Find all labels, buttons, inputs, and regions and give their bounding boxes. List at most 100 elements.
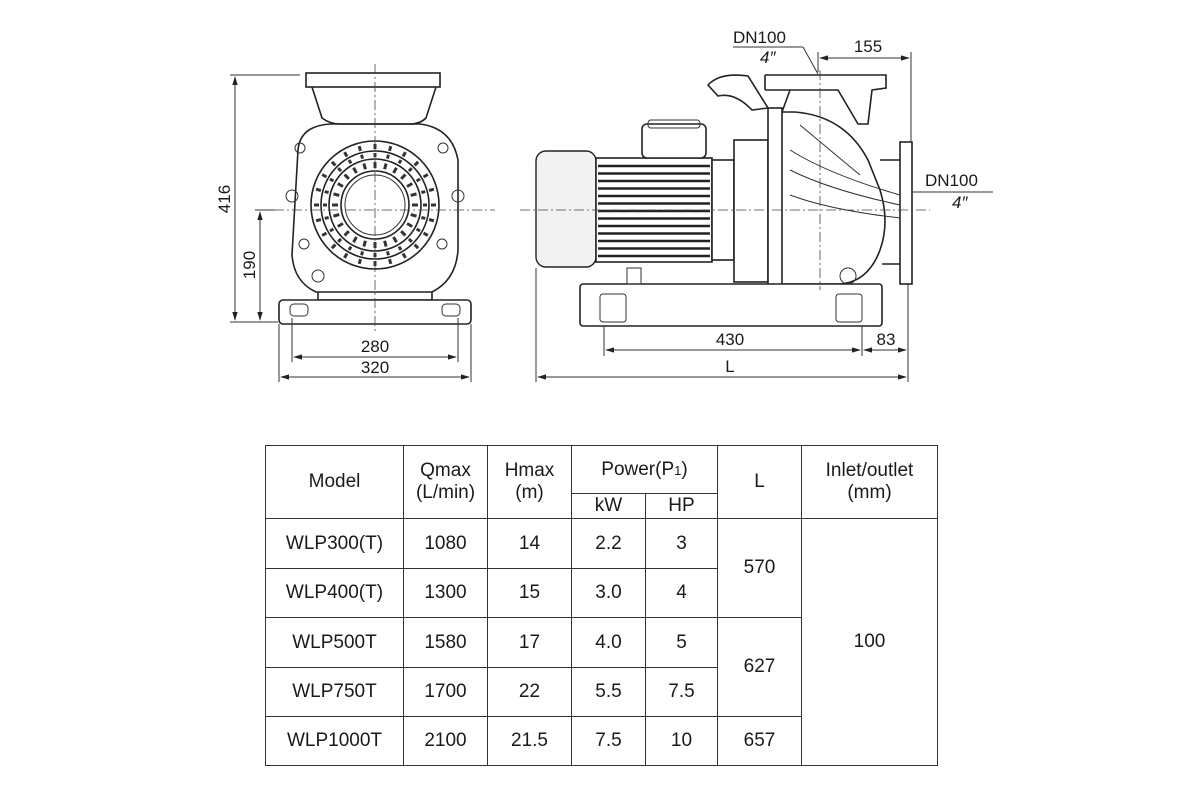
vent-slot [400, 230, 407, 237]
header-hmax: Hmax(m) [487, 445, 572, 519]
end-offset-dim: 83 [877, 330, 896, 349]
base-length-dim: 430 [716, 330, 744, 349]
cell-l: 627 [717, 617, 802, 717]
vent-slot [388, 258, 393, 265]
cell-hp: 4 [645, 568, 718, 618]
vent-slot [360, 154, 365, 160]
dim-width-outer: 320 [361, 358, 389, 377]
specification-table: Model Qmax(L/min) Hmax(m) Power(P1) L In… [265, 445, 938, 766]
vent-slot [385, 250, 390, 256]
vent-slot [413, 160, 420, 167]
table-row: WLP300(T) 1080 14 2.2 3 570 100 [265, 518, 938, 766]
vent-slot [410, 213, 417, 218]
front-view: 416 190 280 320 [215, 64, 495, 382]
cell-model: WLP300(T) [265, 518, 404, 569]
vent-slot [357, 145, 362, 152]
inlet-inch-label: 4″ [952, 193, 968, 212]
vent-slot [401, 252, 407, 259]
cell-hp: 3 [645, 518, 718, 569]
vent-slot [385, 154, 390, 160]
vent-slot [420, 190, 426, 195]
vent-slot [410, 192, 417, 197]
cell-kw: 7.5 [571, 716, 646, 766]
cell-hmax: 17 [487, 617, 572, 668]
vent-slot [406, 222, 413, 228]
header-power: Power(P1) [571, 445, 718, 494]
vent-slot [360, 250, 365, 256]
cell-qmax: 2100 [403, 716, 488, 766]
vent-slot [407, 237, 413, 243]
vent-slot [357, 258, 362, 265]
header-qmax: Qmax(L/min) [403, 445, 488, 519]
vent-slot [413, 243, 420, 250]
vent-slot [392, 236, 398, 243]
vent-slot [337, 182, 344, 188]
vent-slot [330, 243, 337, 250]
header-model: Model [265, 445, 404, 519]
cell-qmax: 1700 [403, 667, 488, 717]
vent-slot [330, 160, 337, 167]
cell-hp: 7.5 [645, 667, 718, 717]
cell-l: 570 [717, 518, 802, 618]
vent-slot [420, 215, 426, 220]
cell-hmax: 15 [487, 568, 572, 618]
vent-slot [422, 173, 429, 179]
vent-slot [324, 190, 330, 195]
cell-inlet-outlet: 100 [801, 518, 938, 766]
table-row: WLP500T 1580 17 4.0 5 627 [265, 617, 938, 717]
table-row: WLP1000T 2100 21.5 7.5 10 657 [265, 716, 938, 766]
vent-slot [428, 187, 435, 192]
cell-model: WLP750T [265, 667, 404, 717]
motor-cooling-fins [598, 164, 710, 258]
vent-slot [324, 215, 330, 220]
header-kw: kW [571, 493, 646, 519]
cell-kw: 2.2 [571, 518, 646, 569]
vent-slot [400, 173, 407, 180]
header-hp: HP [645, 493, 718, 519]
dim-width-inner: 280 [361, 337, 389, 356]
cell-kw: 4.0 [571, 617, 646, 668]
vent-slot [315, 218, 322, 223]
cell-kw: 5.5 [571, 667, 646, 717]
vent-slot [406, 182, 413, 188]
cell-l: 657 [717, 716, 802, 766]
header-inlet-outlet: Inlet/outlet(mm) [801, 445, 938, 519]
vent-slot [343, 151, 349, 158]
vent-slot [392, 167, 398, 174]
cell-hmax: 21.5 [487, 716, 572, 766]
vent-slot [321, 173, 328, 179]
inlet-size-label: DN100 [925, 171, 978, 190]
vent-slot [329, 227, 335, 233]
vent-slot [352, 167, 358, 174]
pump-technical-drawing: 416 190 280 320 [215, 28, 993, 382]
header-l: L [717, 445, 802, 519]
vent-slot [362, 240, 367, 247]
outlet-inch-label: 4″ [760, 48, 776, 67]
cell-hmax: 22 [487, 667, 572, 717]
fan-cover-vents [314, 144, 436, 266]
cell-hp: 10 [645, 716, 718, 766]
table-row: WLP400(T) 1300 15 3.0 4 [265, 568, 938, 618]
cell-kw: 3.0 [571, 568, 646, 618]
vent-slot [415, 227, 421, 233]
vent-slot [383, 240, 388, 247]
outlet-size-label: DN100 [733, 28, 786, 47]
cell-model: WLP500T [265, 617, 404, 668]
vent-slot [397, 245, 403, 251]
cell-hp: 5 [645, 617, 718, 668]
cell-qmax: 1580 [403, 617, 488, 668]
vent-slot [343, 230, 350, 237]
vent-slot [337, 237, 343, 243]
vent-slot [422, 231, 429, 237]
vent-slot [337, 222, 344, 228]
vent-slot [343, 173, 350, 180]
vent-slot [333, 192, 340, 197]
dim-height-axis: 190 [240, 251, 259, 279]
vent-slot [329, 177, 335, 183]
vent-slot [362, 163, 367, 170]
vent-slot [397, 159, 403, 165]
vent-slot [401, 151, 407, 158]
vent-slot [383, 163, 388, 170]
cell-qmax: 1080 [403, 518, 488, 569]
cell-model: WLP400(T) [265, 568, 404, 618]
